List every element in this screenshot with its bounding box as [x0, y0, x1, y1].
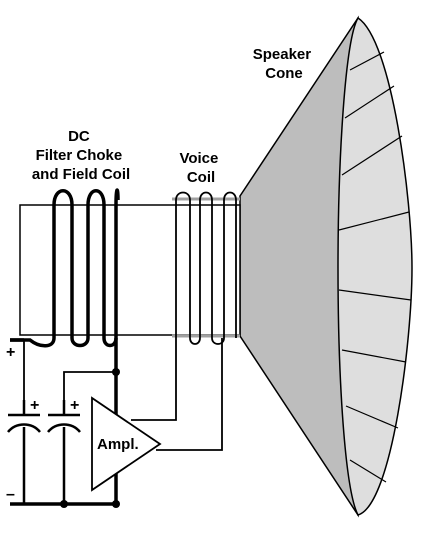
label-cap2-polarity: +	[70, 397, 79, 414]
junction-dot	[112, 500, 120, 508]
cap2-plate-bottom	[47, 423, 81, 433]
label-plus-terminal: +	[6, 344, 15, 361]
voice-coil-former	[172, 197, 240, 338]
junctions	[60, 368, 120, 508]
field-coil	[10, 188, 120, 348]
label-speaker-cone-line2: Cone	[265, 65, 303, 82]
junction-dot	[112, 368, 120, 376]
cone-rib	[344, 85, 395, 119]
label-dc-coil: DC Filter Choke and Field Coil	[32, 128, 130, 183]
amp-output-wire	[156, 338, 223, 451]
capacitor-1	[7, 400, 41, 504]
label-voice-coil-line2: Coil	[187, 169, 215, 186]
capacitor-2	[47, 400, 81, 504]
amplifier-triangle	[91, 396, 162, 492]
label-dc-coil-line1: DC	[68, 128, 90, 145]
speaker-cone	[239, 15, 413, 518]
amp-supply-wire	[63, 371, 116, 400]
cone-rib	[345, 405, 399, 429]
junction-dot	[60, 500, 68, 508]
cone-rib	[349, 51, 385, 71]
cone-rib	[341, 135, 403, 176]
cone-rib	[338, 211, 410, 231]
label-speaker-cone: Speaker Cone	[253, 46, 316, 82]
label-voice-coil: Voice Coil	[179, 150, 222, 186]
label-dc-coil-line2: Filter Choke	[36, 147, 123, 164]
cone-rib	[349, 459, 387, 483]
cap1-plate-bottom	[7, 423, 41, 433]
label-dc-coil-line3: and Field Coil	[32, 166, 130, 183]
field-coil-winding	[70, 189, 106, 348]
label-speaker-cone-line1: Speaker	[253, 46, 312, 63]
cone-rib	[338, 289, 412, 301]
field-coil-winding	[102, 188, 120, 348]
voice-coil-winding	[175, 191, 237, 345]
signal-wiring	[23, 338, 223, 451]
cone-rib	[341, 349, 407, 363]
cone-mouth	[337, 16, 413, 516]
amp-output-wire	[131, 338, 177, 421]
cone-ribs	[338, 51, 412, 483]
voice-coil	[175, 191, 237, 345]
label-voice-coil-line1: Voice	[179, 150, 218, 167]
magnet-pole-piece	[19, 204, 241, 336]
label-cap1-polarity: +	[30, 397, 39, 414]
field-coil-winding	[52, 189, 74, 338]
label-minus-terminal: –	[6, 486, 15, 503]
label-amplifier: Ampl.	[97, 436, 139, 453]
field-coil-lead-left	[10, 337, 56, 348]
